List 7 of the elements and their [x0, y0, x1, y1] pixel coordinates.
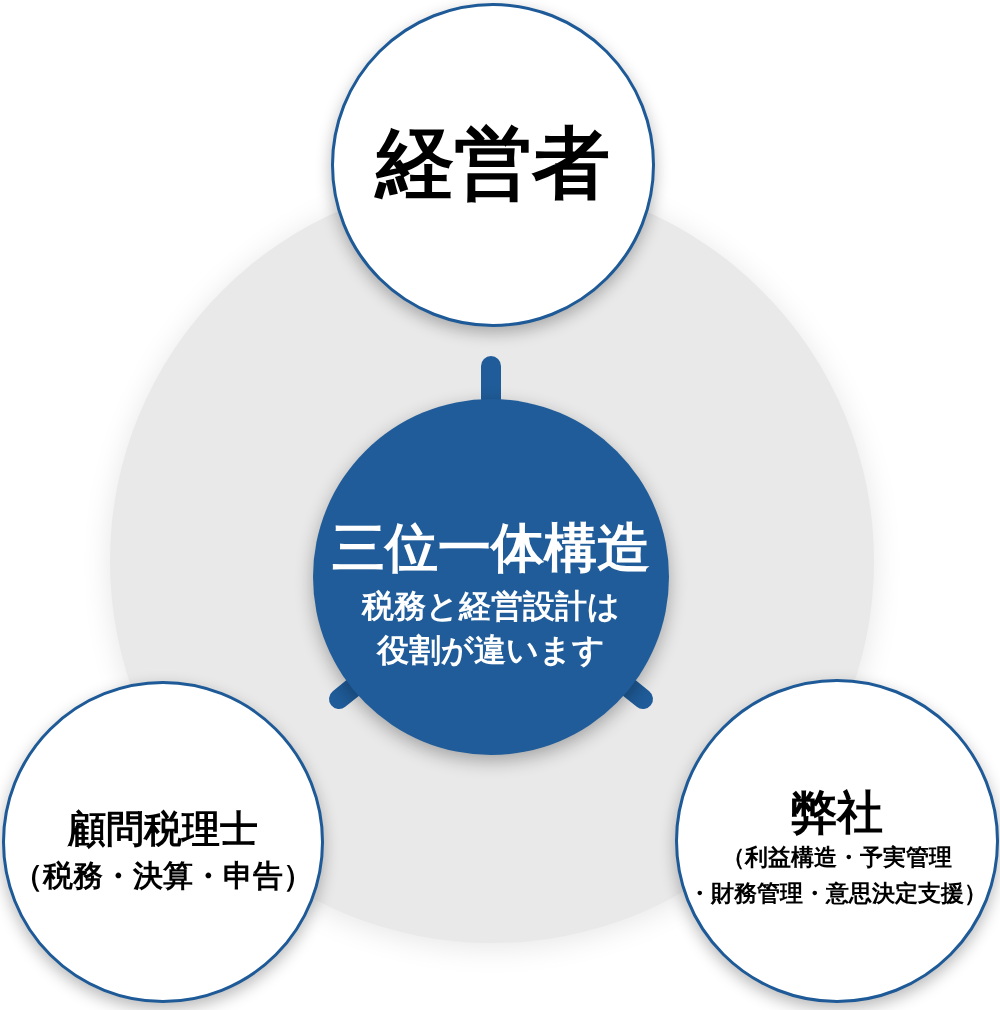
node-title: 経営者 — [376, 117, 610, 210]
node-subtitle: （税務・決算・申告） — [13, 857, 313, 895]
center-title: 三位一体構造 — [332, 516, 650, 580]
center-subtitle: 税務と経営設計は役割が違います — [360, 586, 621, 671]
node-title: 顧問税理士 — [68, 806, 258, 853]
node-title: 弊社 — [791, 784, 883, 841]
node-subtitle: （利益構造・予実管理・財務管理・意思決定支援） — [686, 843, 988, 908]
